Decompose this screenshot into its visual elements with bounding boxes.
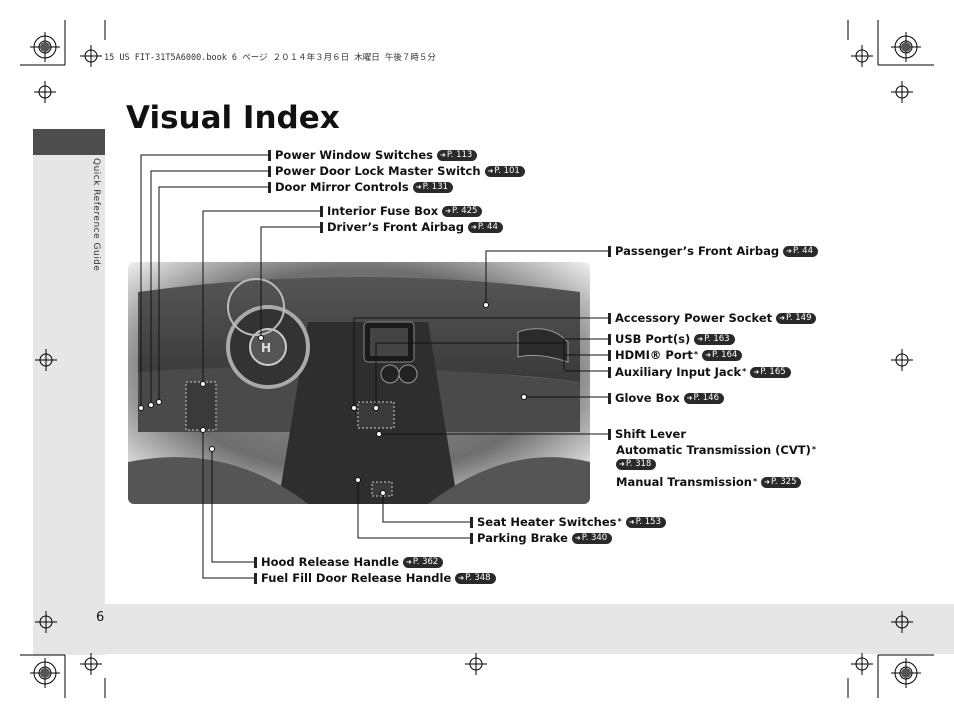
print-file-info: 15 US FIT-31T5A6000.book 6 ページ ２０１４年３月６日… bbox=[104, 53, 436, 63]
page-title: Visual Index bbox=[126, 100, 340, 136]
side-band bbox=[33, 129, 105, 655]
page-ref-link[interactable]: ➜P. 146 bbox=[683, 392, 724, 404]
callout-power-window-switches[interactable]: Power Window Switches➜P. 113 bbox=[268, 148, 478, 162]
arrow-right-icon: ➜ bbox=[415, 182, 422, 191]
page-ref-link[interactable]: ➜P. 165 bbox=[750, 366, 791, 378]
arrow-right-icon: ➜ bbox=[686, 393, 693, 402]
registration-mark-icon bbox=[35, 349, 57, 371]
callout-hdmi-port[interactable]: HDMI® Port*➜P. 164 bbox=[608, 348, 743, 362]
callout-hood-release-handle[interactable]: Hood Release Handle➜P. 362 bbox=[254, 555, 444, 569]
callout-usb-ports[interactable]: USB Port(s)➜P. 163 bbox=[608, 332, 735, 346]
page-ref-link[interactable]: ➜P. 362 bbox=[403, 556, 444, 568]
callout-interior-fuse-box[interactable]: Interior Fuse Box➜P. 425 bbox=[320, 204, 483, 218]
callout-auxiliary-input-jack[interactable]: Auxiliary Input Jack*➜P. 165 bbox=[608, 365, 791, 379]
page-ref-link[interactable]: ➜P. 425 bbox=[442, 205, 483, 217]
arrow-right-icon: ➜ bbox=[697, 334, 704, 343]
page-ref-link[interactable]: ➜P. 348 bbox=[455, 572, 496, 584]
callout-shift-lever: Shift Lever bbox=[608, 427, 686, 441]
registration-mark-icon bbox=[34, 81, 56, 103]
arrow-right-icon: ➜ bbox=[470, 222, 477, 231]
page-ref-link[interactable]: ➜P. 164 bbox=[702, 349, 743, 361]
arrow-right-icon: ➜ bbox=[753, 367, 760, 376]
callout-passengers-front-airbag[interactable]: Passenger’s Front Airbag➜P. 44 bbox=[608, 244, 818, 258]
callout-glove-box[interactable]: Glove Box➜P. 146 bbox=[608, 391, 724, 405]
arrow-right-icon: ➜ bbox=[628, 517, 635, 526]
registration-mark-icon bbox=[465, 653, 487, 675]
page-ref-link[interactable]: ➜P. 318 bbox=[616, 459, 657, 470]
page-ref-link[interactable]: ➜P. 149 bbox=[776, 312, 817, 324]
arrow-right-icon: ➜ bbox=[786, 246, 792, 255]
registration-mark-icon bbox=[891, 81, 913, 103]
page-ref-link[interactable]: ➜P. 153 bbox=[625, 516, 666, 528]
page-ref-link[interactable]: ➜P. 340 bbox=[571, 532, 613, 544]
arrow-right-icon: ➜ bbox=[487, 166, 494, 175]
arrow-right-icon: ➜ bbox=[445, 206, 452, 215]
page-ref-link[interactable]: ➜P. 325 bbox=[761, 476, 802, 488]
dashboard-photo: H bbox=[128, 262, 590, 504]
page-ref-link[interactable]: ➜P. 44 bbox=[467, 221, 503, 233]
page-number: 6 bbox=[96, 610, 105, 625]
callout-automatic-transmission: Automatic Transmission (CVT)* bbox=[616, 443, 817, 457]
section-tab bbox=[33, 129, 105, 155]
arrow-right-icon: ➜ bbox=[406, 557, 412, 566]
registration-mark-icon bbox=[80, 653, 102, 675]
page-ref-link[interactable]: ➜P. 131 bbox=[412, 181, 454, 193]
svg-text:H: H bbox=[261, 341, 271, 355]
callout-parking-brake[interactable]: Parking Brake➜P. 340 bbox=[470, 531, 613, 545]
arrow-right-icon: ➜ bbox=[574, 533, 581, 542]
arrow-right-icon: ➜ bbox=[440, 150, 446, 159]
page-ref-link[interactable]: ➜P. 44 bbox=[783, 245, 818, 257]
callout-manual-transmission[interactable]: Manual Transmission*➜P. 325 bbox=[616, 475, 802, 489]
page-ref-link[interactable]: ➜P. 101 bbox=[484, 165, 525, 177]
callout-door-mirror-controls[interactable]: Door Mirror Controls➜P. 131 bbox=[268, 180, 454, 194]
arrow-right-icon: ➜ bbox=[458, 573, 465, 582]
callout-fuel-fill-door-release-handle[interactable]: Fuel Fill Door Release Handle➜P. 348 bbox=[254, 571, 496, 585]
registration-mark-icon bbox=[80, 45, 102, 67]
callout-drivers-front-airbag[interactable]: Driver’s Front Airbag➜P. 44 bbox=[320, 220, 503, 234]
arrow-right-icon: ➜ bbox=[705, 350, 711, 359]
arrow-right-icon: ➜ bbox=[619, 460, 625, 468]
page-ref-link[interactable]: ➜P. 113 bbox=[437, 149, 478, 161]
footer-band bbox=[33, 604, 954, 654]
page-ref-link[interactable]: ➜P. 163 bbox=[694, 333, 735, 345]
callout-seat-heater-switches[interactable]: Seat Heater Switches*➜P. 153 bbox=[470, 515, 666, 529]
callout-accessory-power-socket[interactable]: Accessory Power Socket➜P. 149 bbox=[608, 311, 817, 325]
arrow-right-icon: ➜ bbox=[779, 313, 786, 322]
registration-mark-icon bbox=[851, 45, 873, 67]
registration-mark-icon bbox=[891, 611, 913, 633]
arrow-right-icon: ➜ bbox=[764, 477, 771, 486]
callout-power-door-lock-master-switch[interactable]: Power Door Lock Master Switch➜P. 101 bbox=[268, 164, 525, 178]
registration-mark-icon bbox=[35, 611, 57, 633]
callout-automatic-transmission-ref[interactable]: ➜P. 318 bbox=[612, 459, 657, 470]
registration-mark-icon bbox=[851, 653, 873, 675]
registration-mark-icon bbox=[891, 349, 913, 371]
